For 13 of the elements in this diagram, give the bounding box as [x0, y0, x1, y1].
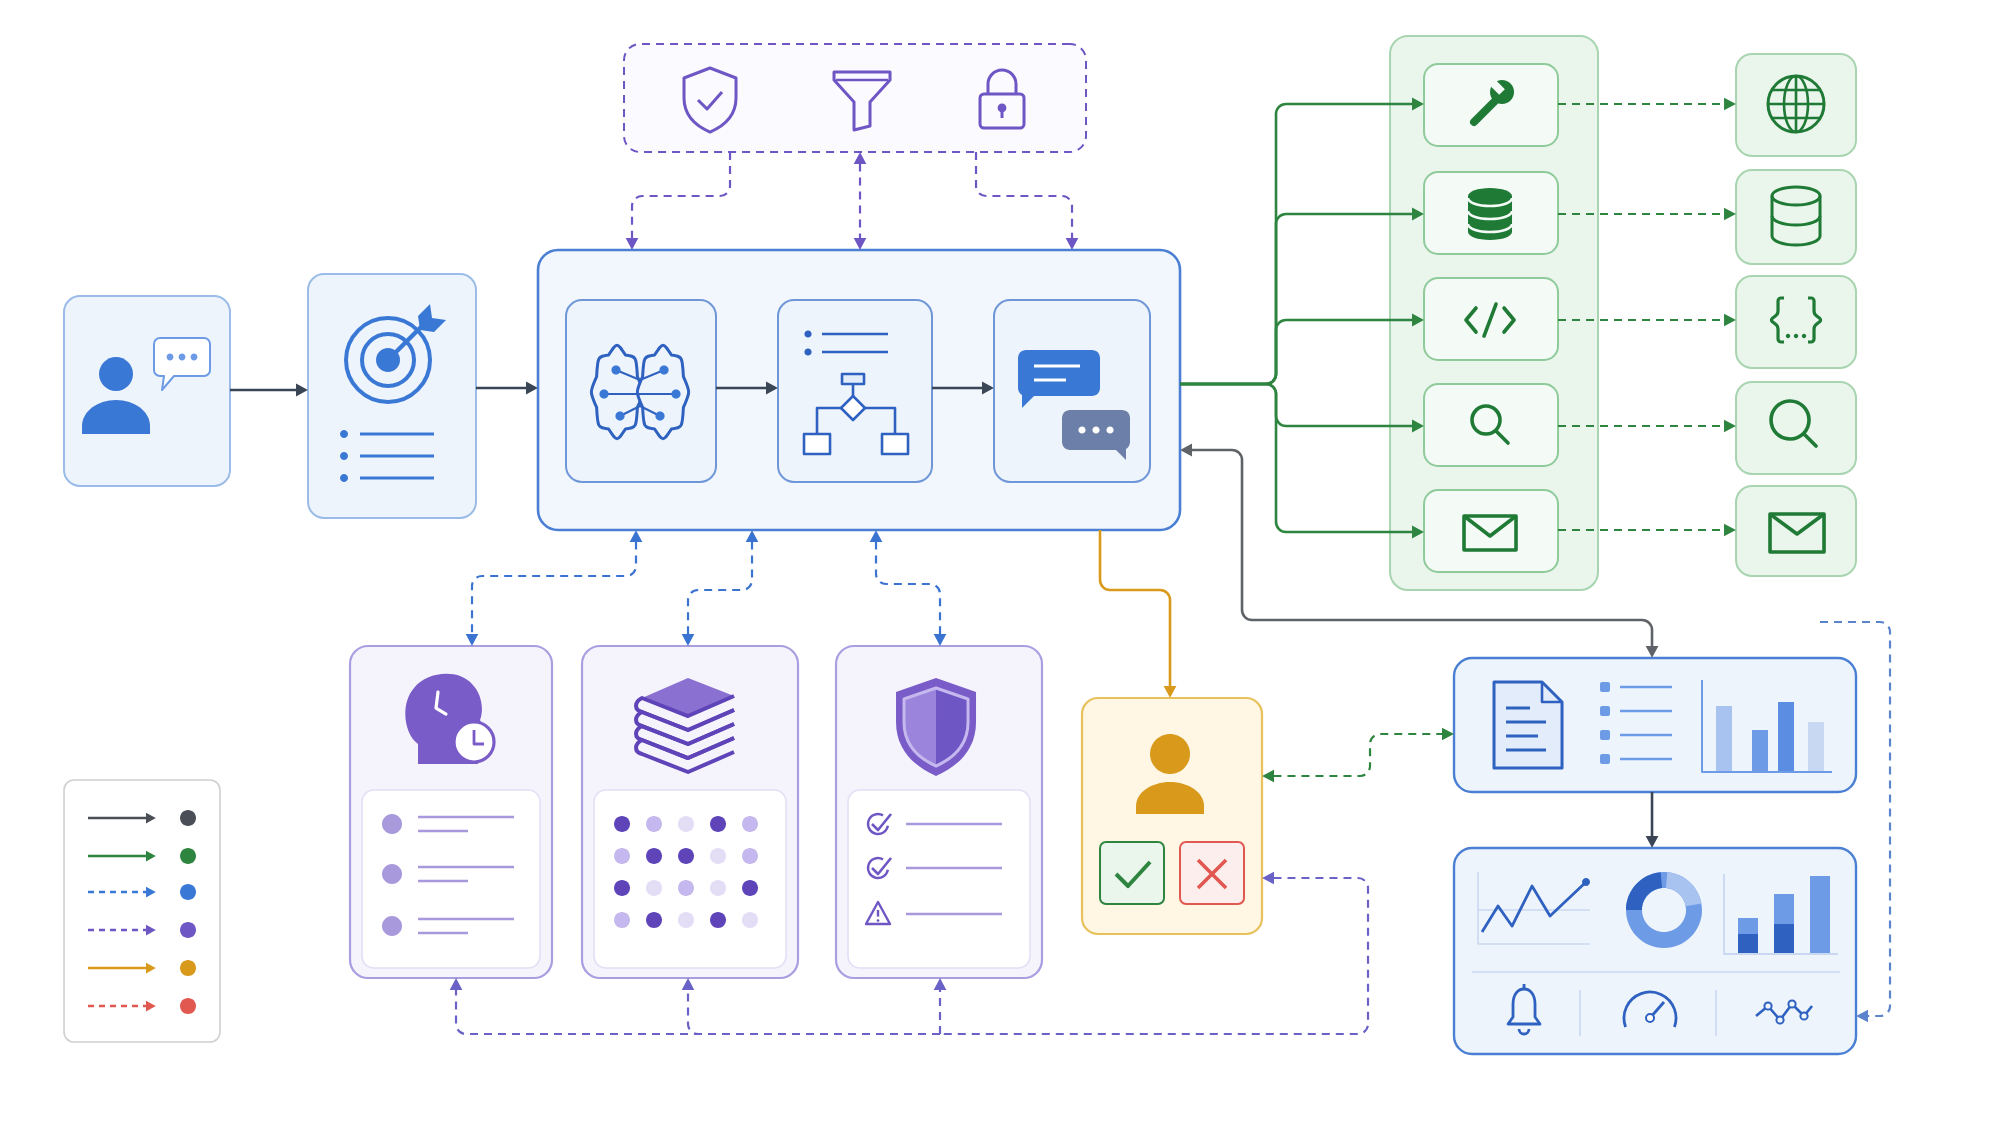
rounded-box — [1735, 53, 1857, 157]
rounded-box — [1735, 485, 1857, 577]
rounded-box — [1735, 381, 1857, 475]
rounded-box — [1423, 63, 1559, 147]
dashed-arrow — [1820, 620, 1892, 1023]
rounded-box — [777, 299, 933, 483]
dashed-box — [623, 43, 1087, 153]
rounded-box — [1735, 169, 1857, 265]
rounded-box — [1735, 275, 1857, 369]
rounded-box — [1423, 489, 1559, 573]
rounded-box — [307, 273, 477, 519]
rounded-box — [1423, 277, 1559, 361]
rounded-box — [1423, 383, 1559, 467]
